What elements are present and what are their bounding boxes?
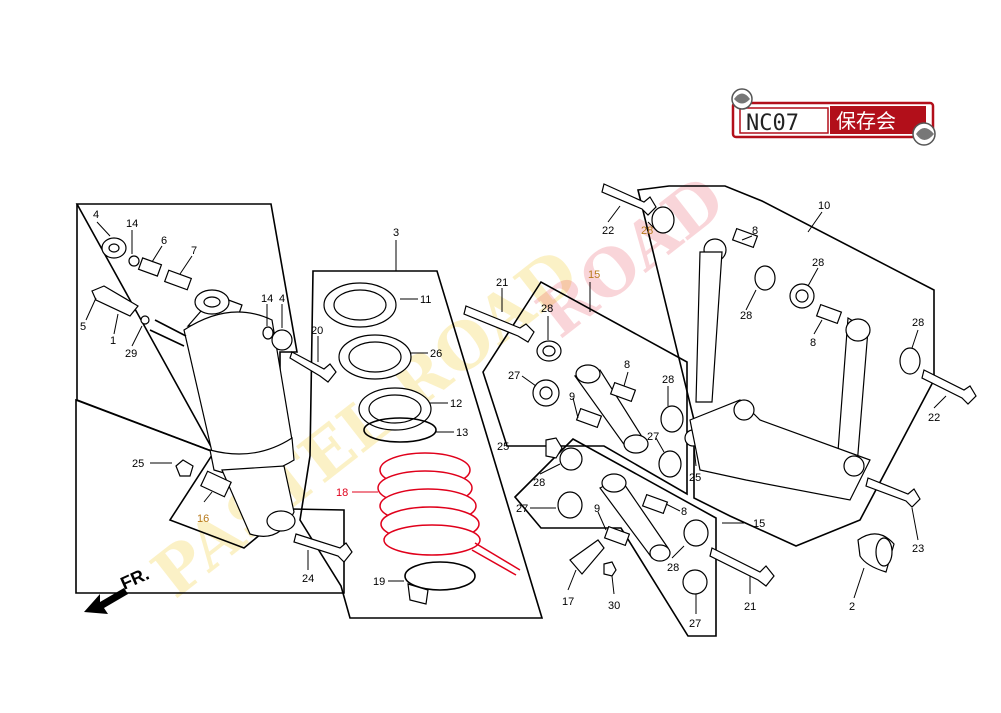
part-label: 19 bbox=[373, 576, 385, 588]
part-label: 22 bbox=[928, 412, 940, 424]
part-label: 14 bbox=[261, 293, 273, 305]
part-label: 27 bbox=[689, 618, 701, 630]
part-label: 23 bbox=[912, 543, 924, 555]
part-labels: 4 14 6 7 5 1 29 14 4 20 3 11 26 12 13 18… bbox=[80, 200, 940, 630]
part-label: 27 bbox=[508, 370, 520, 382]
part-label: 17 bbox=[562, 596, 574, 608]
part-label: 4 bbox=[93, 209, 99, 221]
part-label: 29 bbox=[125, 348, 137, 360]
part-label: 25 bbox=[689, 472, 701, 484]
part-label: 6 bbox=[161, 235, 167, 247]
upper-link-group-outline bbox=[482, 280, 688, 496]
leader-lines bbox=[85, 205, 947, 614]
part-label: 22 bbox=[602, 225, 614, 237]
spring-group-outline bbox=[299, 270, 544, 619]
part-label: 8 bbox=[624, 359, 630, 371]
part-label: 20 bbox=[311, 325, 323, 337]
arrow-left-down-icon bbox=[84, 588, 128, 614]
shock-absorber bbox=[149, 289, 296, 537]
logo-club-name: 保存会 bbox=[836, 109, 896, 133]
part-label: 27 bbox=[647, 431, 659, 443]
upper-link-parts bbox=[463, 305, 702, 478]
shock-group-outline bbox=[75, 203, 345, 594]
part-label: 1 bbox=[110, 335, 116, 347]
part-label: 8 bbox=[752, 225, 758, 237]
part-label: 11 bbox=[420, 294, 431, 306]
part-label: 8 bbox=[810, 337, 816, 349]
spring-part-18 bbox=[377, 452, 521, 576]
part-label: 16 bbox=[197, 513, 209, 525]
part-label: 21 bbox=[496, 277, 508, 289]
part-label: 28 bbox=[667, 562, 679, 574]
club-logo: NC07 保存会 bbox=[731, 88, 936, 146]
clip-ring-19 bbox=[404, 561, 476, 591]
seal-rings bbox=[323, 282, 437, 443]
part-label: 28 bbox=[641, 225, 653, 237]
part-label: 25 bbox=[497, 441, 509, 453]
arm-plate-group-outline bbox=[637, 185, 935, 547]
part-label: 24 bbox=[302, 573, 314, 585]
part-label: 25 bbox=[132, 458, 144, 470]
lower-link-group-outline bbox=[513, 438, 717, 637]
part-label: 28 bbox=[740, 310, 752, 322]
part-label: 4 bbox=[279, 293, 285, 305]
lower-link-parts bbox=[557, 447, 775, 595]
part-label: 7 bbox=[191, 245, 197, 257]
part-label: 15 bbox=[753, 518, 765, 530]
part-label: 28 bbox=[541, 303, 553, 315]
part-label: 2 bbox=[849, 601, 855, 613]
part-label: 14 bbox=[126, 218, 138, 230]
part-label: 28 bbox=[912, 317, 924, 329]
part-label: 9 bbox=[569, 391, 575, 403]
part-label: 28 bbox=[812, 257, 824, 269]
arm-plate-parts bbox=[601, 183, 977, 573]
part-label: 8 bbox=[681, 506, 687, 518]
dragon-emblem-icon bbox=[731, 88, 936, 146]
part-label: 3 bbox=[393, 227, 399, 239]
part-label: 5 bbox=[80, 321, 86, 333]
part-label: 10 bbox=[818, 200, 830, 212]
part-label: 28 bbox=[662, 374, 674, 386]
logo-code: NC07 bbox=[746, 111, 799, 136]
part-label: 13 bbox=[456, 427, 468, 439]
part-label: 9 bbox=[594, 503, 600, 515]
part-label: 21 bbox=[744, 601, 756, 613]
part-label: 12 bbox=[450, 398, 462, 410]
part-label-highlight: 18 bbox=[336, 487, 348, 499]
part-label: 26 bbox=[430, 348, 442, 360]
front-label: FR. bbox=[117, 564, 152, 594]
part-label: 27 bbox=[516, 503, 528, 515]
part-label: 15 bbox=[588, 269, 600, 281]
front-direction-indicator: FR. bbox=[84, 564, 152, 614]
part-label: 30 bbox=[608, 600, 620, 612]
part-label: 28 bbox=[533, 477, 545, 489]
